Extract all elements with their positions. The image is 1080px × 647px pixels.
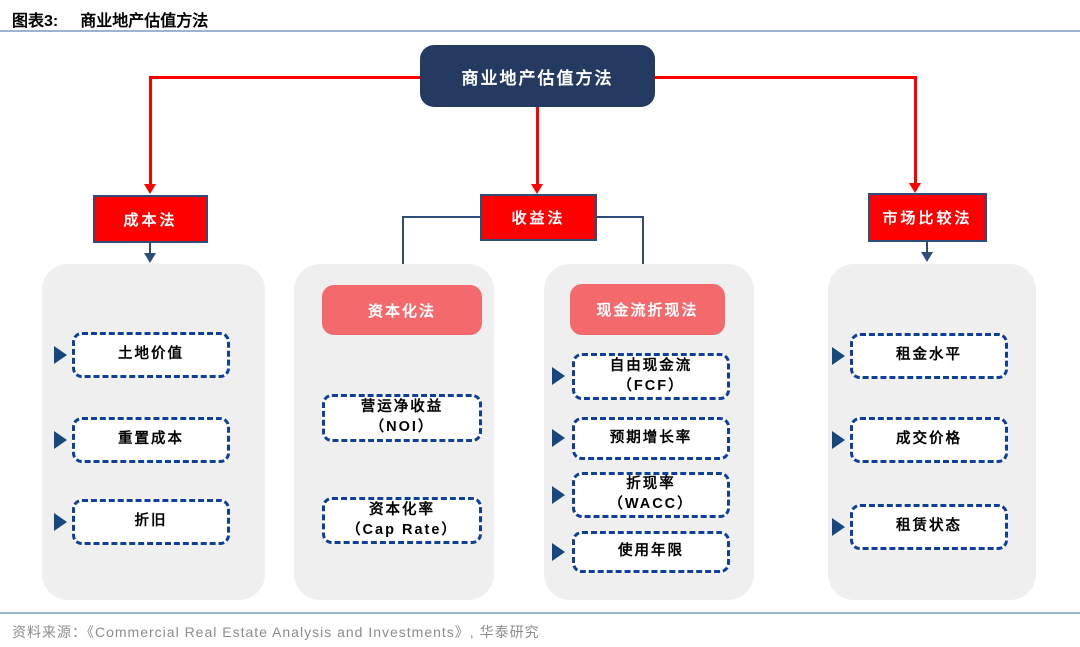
triangle-right-icon bbox=[552, 367, 565, 385]
figure-header: 图表3: 商业地产估值方法 bbox=[12, 7, 208, 31]
item-rent-level: 租金水平 bbox=[850, 333, 1008, 379]
item-fcf: 自由现金流 （FCF） bbox=[572, 353, 730, 400]
connector-root-to-income bbox=[536, 106, 539, 184]
connector-root-to-cost bbox=[150, 76, 422, 79]
item-useful-life: 使用年限 bbox=[572, 531, 730, 573]
connector-root-to-cost-drop bbox=[149, 76, 152, 184]
item-label: 折旧 bbox=[134, 513, 168, 530]
triangle-right-icon bbox=[832, 518, 845, 536]
item-label: 租金水平 bbox=[896, 347, 962, 364]
item-cap-rate: 资本化率 （Cap Rate） bbox=[322, 497, 482, 544]
item-label: 预期增长率 bbox=[609, 429, 693, 446]
item-sublabel: （NOI） bbox=[369, 419, 435, 435]
triangle-right-icon bbox=[54, 346, 67, 364]
triangle-right-icon bbox=[552, 429, 565, 447]
item-label: 土地价值 bbox=[118, 346, 184, 363]
item-sublabel: （WACC） bbox=[608, 496, 694, 512]
connector-cost-to-panel bbox=[149, 243, 151, 255]
item-label: 成交价格 bbox=[896, 431, 962, 448]
triangle-right-icon bbox=[832, 347, 845, 365]
triangle-right-icon bbox=[54, 431, 67, 449]
figure-title: 商业地产估值方法 bbox=[80, 13, 209, 30]
item-sublabel: （FCF） bbox=[617, 377, 685, 394]
item-noi: 营运净收益 （NOI） bbox=[322, 394, 482, 442]
node-capitalization-method: 资本化法 bbox=[322, 285, 482, 335]
connector-income-to-cap-drop bbox=[402, 216, 404, 275]
item-lease-status: 租赁状态 bbox=[850, 504, 1008, 550]
triangle-right-icon bbox=[54, 513, 67, 531]
node-income-method: 收益法 bbox=[480, 194, 597, 241]
item-transaction-price: 成交价格 bbox=[850, 417, 1008, 463]
triangle-right-icon bbox=[552, 543, 565, 561]
triangle-right-icon bbox=[832, 431, 845, 449]
item-wacc: 折现率 （WACC） bbox=[572, 472, 730, 518]
item-label: 自由现金流 bbox=[609, 357, 693, 374]
source-note: 资料来源：《Commercial Real Estate Analysis an… bbox=[12, 624, 540, 640]
item-label: 租赁状态 bbox=[896, 518, 962, 535]
connector-income-to-dcf bbox=[597, 216, 644, 218]
connector-root-to-market bbox=[653, 76, 916, 79]
item-label: 资本化率 bbox=[369, 501, 435, 518]
connector-income-to-dcf-drop bbox=[642, 216, 644, 274]
arrowhead-down-icon bbox=[144, 184, 156, 194]
item-land-value: 土地价值 bbox=[72, 332, 230, 378]
node-market-comparison-method: 市场比较法 bbox=[868, 193, 987, 242]
item-label: 使用年限 bbox=[618, 543, 684, 560]
arrowhead-down-icon bbox=[921, 252, 933, 262]
item-label: 营运净收益 bbox=[360, 399, 444, 416]
title-divider bbox=[0, 30, 1080, 32]
item-label: 折现率 bbox=[626, 476, 676, 493]
connector-market-to-panel bbox=[926, 242, 928, 254]
arrowhead-down-icon bbox=[144, 253, 156, 263]
node-dcf-method: 现金流折现法 bbox=[570, 284, 725, 335]
footer-divider bbox=[0, 612, 1080, 614]
item-label: 重置成本 bbox=[118, 431, 184, 448]
figure-label: 图表3: bbox=[12, 13, 59, 30]
node-root: 商业地产估值方法 bbox=[420, 45, 655, 107]
connector-income-to-cap bbox=[402, 216, 480, 218]
connector-root-to-market-drop bbox=[914, 76, 917, 183]
item-depreciation: 折旧 bbox=[72, 499, 230, 545]
triangle-right-icon bbox=[552, 486, 565, 504]
item-expected-growth-rate: 预期增长率 bbox=[572, 417, 730, 460]
node-cost-method: 成本法 bbox=[93, 195, 208, 243]
item-replacement-cost: 重置成本 bbox=[72, 417, 230, 463]
arrowhead-down-icon bbox=[909, 183, 921, 193]
item-sublabel: （Cap Rate） bbox=[346, 521, 458, 538]
arrowhead-down-icon bbox=[531, 184, 543, 194]
